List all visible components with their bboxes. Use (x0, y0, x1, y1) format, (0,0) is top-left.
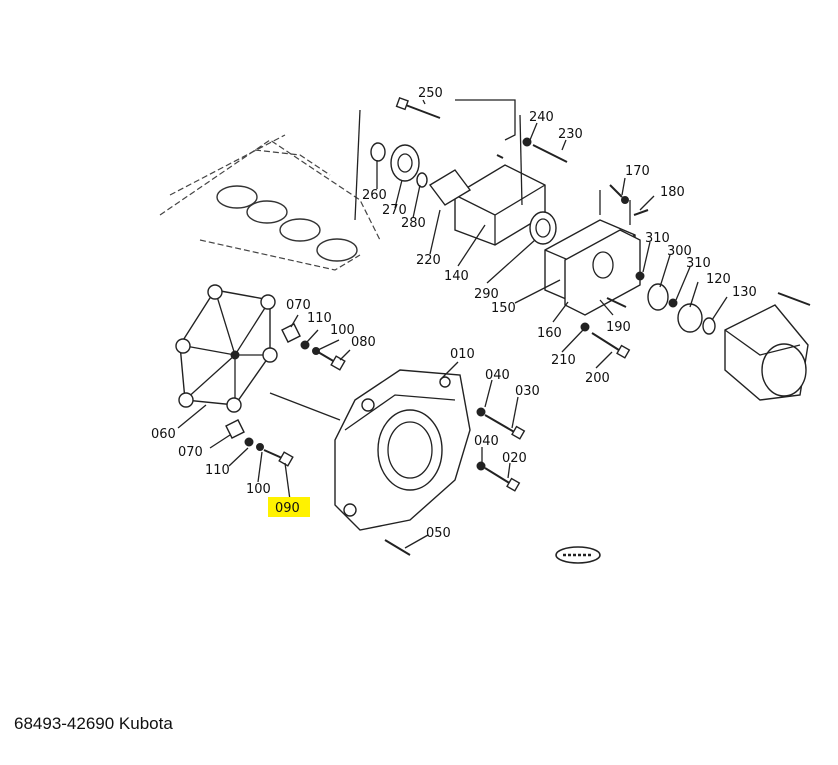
callout-040-upper: 040 (485, 368, 510, 383)
engine-cylinder-bores (216, 185, 358, 262)
callout-060: 060 (151, 427, 176, 442)
callout-labels: 250 240 230 260 270 280 220 140 170 180 … (151, 86, 757, 541)
callout-130: 130 (732, 285, 757, 300)
callout-260: 260 (362, 188, 387, 203)
motor-130 (724, 292, 811, 401)
callout-020: 020 (502, 451, 527, 466)
callout-070-lower: 070 (178, 445, 203, 460)
pump-housing-150 (544, 190, 641, 316)
callout-120: 120 (706, 272, 731, 287)
callout-140: 140 (444, 269, 469, 284)
bearing-290 (529, 211, 557, 245)
callout-150: 150 (491, 301, 516, 316)
callout-250: 250 (418, 86, 443, 101)
callout-110-lower: 110 (205, 463, 230, 478)
bolts-170-180-190-200-210 (580, 184, 649, 359)
housing-010 (334, 369, 471, 531)
gear-270 (370, 142, 472, 206)
callout-220: 220 (416, 253, 441, 268)
callout-100-upper: 100 (330, 323, 355, 338)
callout-310-a: 310 (645, 231, 670, 246)
callout-180: 180 (660, 185, 685, 200)
callout-050: 050 (426, 526, 451, 541)
callout-170: 170 (625, 164, 650, 179)
callout-240: 240 (529, 110, 554, 125)
shaft-parts-300-310-120 (606, 271, 716, 335)
callout-080: 080 (351, 335, 376, 350)
callout-280: 280 (401, 216, 426, 231)
callout-210: 210 (551, 353, 576, 368)
highlight-090 (268, 497, 310, 517)
callout-270: 270 (382, 203, 407, 218)
callout-040-lower: 040 (474, 434, 499, 449)
gear-case-140 (354, 99, 546, 246)
callout-300: 300 (667, 244, 692, 259)
callout-190: 190 (606, 320, 631, 335)
leader-lines (177, 99, 728, 549)
spacer-set-lower (225, 419, 294, 467)
callout-200: 200 (585, 371, 610, 386)
callout-010: 010 (450, 347, 475, 362)
bracket-060 (175, 284, 278, 413)
engine-block-outline (159, 134, 381, 271)
exploded-parts-diagram: 250 240 230 260 270 280 220 140 170 180 … (151, 86, 811, 564)
callout-070-upper: 070 (286, 298, 311, 313)
housing-fasteners (384, 407, 526, 556)
callout-100-lower: 100 (246, 482, 271, 497)
callout-090: 090 (275, 501, 300, 516)
callout-030: 030 (515, 384, 540, 399)
diagram-id-badge (555, 546, 601, 564)
bolts-230-250 (395, 96, 568, 163)
callout-230: 230 (558, 127, 583, 142)
callout-310-b: 310 (686, 256, 711, 271)
callout-160: 160 (537, 326, 562, 341)
part-number-caption: 68493-42690 Kubota (14, 714, 173, 733)
callout-290: 290 (474, 287, 499, 302)
callout-110-upper: 110 (307, 311, 332, 326)
